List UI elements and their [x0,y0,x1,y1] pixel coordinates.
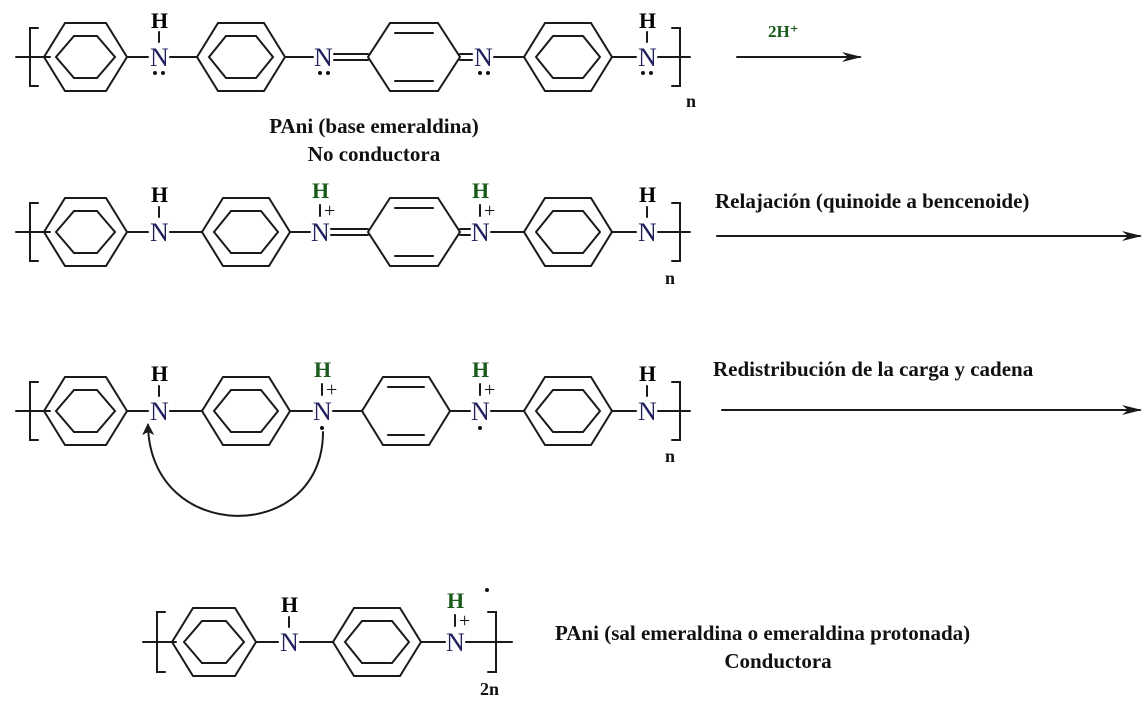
positive-charge: + [484,379,495,401]
nitrogen-atom: N [638,218,657,247]
quinoid-ring [366,197,462,267]
hydrogen-atom: H [151,8,168,33]
benzene-ring [42,22,129,92]
radical-cation-nitrogen: N [313,397,332,426]
radical-cation-nitrogen: N [471,397,490,426]
benzene-ring [42,197,129,267]
benzene-ring [42,376,129,446]
hydrogen-atom: H [639,182,656,207]
positive-charge: + [324,200,335,222]
benzene-ring [170,607,258,677]
structure-caption: PAni (sal emeraldina o emeraldina proton… [555,621,970,645]
nitrogen-atom: N [150,397,169,426]
nitrogen-atom: N [638,43,657,72]
benzene-ring [331,607,423,677]
repeat-index: n [686,91,696,111]
hydrogen-atom: H [639,8,656,33]
hydrogen-atom: H [281,592,298,617]
benzene-ring [522,22,614,92]
imine-nitrogen: N [474,43,493,72]
positive-charge: + [459,610,470,632]
repeat-index: 2n [480,679,499,699]
positive-charge: + [484,200,495,222]
protonated-nitrogen: N [311,218,330,247]
quinoid-ring [366,22,462,92]
structure-caption: PAni (base emeraldina) [269,114,479,138]
radical-dot [485,588,489,592]
protonated-nitrogen: N [471,218,490,247]
step-label: Redistribución de la carga y cadena [713,357,1034,381]
hydrogen-atom: H [151,182,168,207]
proton-hydrogen: H [447,588,464,613]
structure-caption: No conductora [308,142,441,166]
proton-hydrogen: H [312,178,329,203]
nitrogen-atom: N [280,628,299,657]
polaron-nitrogen: N [446,628,465,657]
benzene-ring [360,376,452,446]
benzene-ring [200,376,292,446]
benzene-ring [522,376,614,446]
repeat-index: n [665,446,675,466]
electron-shift-arrow [142,423,324,517]
structure-caption: Conductora [724,649,832,673]
benzene-ring [195,22,287,92]
benzene-ring [200,197,292,267]
proton-hydrogen: H [314,357,331,382]
nitrogen-atom: N [150,218,169,247]
nitrogen-atom: N [150,43,169,72]
step-label: Relajación (quinoide a bencenoide) [715,189,1029,213]
positive-charge: + [326,379,337,401]
row3-charge-redistribution: N H N H + N H + N H n Redistribución de … [15,357,1142,517]
reagent-label: 2H⁺ [768,22,799,41]
proton-hydrogen: H [472,357,489,382]
row2-protonated-quinoid: N H N H + N H + N H n Relajación (quinoi… [15,178,1142,288]
hydrogen-atom: H [151,361,168,386]
row4-emeraldine-salt: N H N H + 2n PAni (sal emeraldina o emer… [142,588,970,699]
row1-emeraldine-base: N H N N N H n 2H⁺ PAni (base emeraldina)… [15,8,862,166]
proton-hydrogen: H [472,178,489,203]
repeat-index: n [665,268,675,288]
nitrogen-atom: N [638,397,657,426]
hydrogen-atom: H [639,361,656,386]
imine-nitrogen: N [314,43,333,72]
benzene-ring [522,197,614,267]
